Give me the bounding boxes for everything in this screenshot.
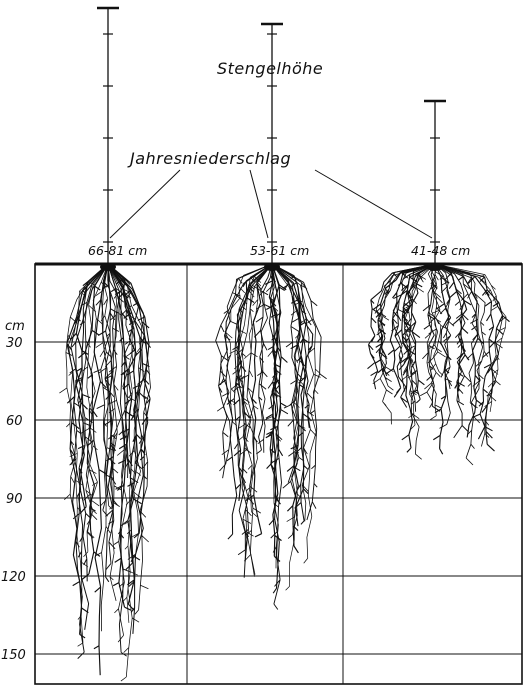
root-strand [266,264,286,562]
depth-label-60: 60 [6,414,23,429]
depth-label-90: 90 [6,492,23,507]
precipitation-label-plant-3: 41-48 cm [411,243,470,258]
stem-plant-3 [424,101,446,264]
root-crown [100,263,116,271]
root-strand [435,264,503,447]
root-system-plant-2 [216,263,327,610]
root-crown [264,263,280,271]
root-strand [254,264,272,454]
precipitation-label-plant-1: 66-81 cm [88,243,147,258]
root-system-plant-3 [368,263,510,465]
root-strand [244,264,272,517]
depth-unit-label: cm [5,319,25,334]
root-strand [435,264,484,437]
stem-plant-1 [97,8,119,264]
precipitation-leaders [110,170,432,238]
depth-label-150: 150 [1,648,26,663]
annual-precipitation-label: Jahresniederschlag [127,149,291,168]
stems [97,8,446,264]
depth-axis: cm 30 60 90 120 150 [1,319,26,663]
depth-label-30: 30 [6,336,23,351]
precipitation-label-plant-2: 53-61 cm [250,243,309,258]
root-crown [427,263,443,271]
root-system-plant-1 [59,263,150,681]
root-strand [269,264,287,593]
stem-height-label: Stengelhöhe [217,59,323,78]
depth-label-120: 120 [1,570,26,585]
root-strand [435,264,454,428]
